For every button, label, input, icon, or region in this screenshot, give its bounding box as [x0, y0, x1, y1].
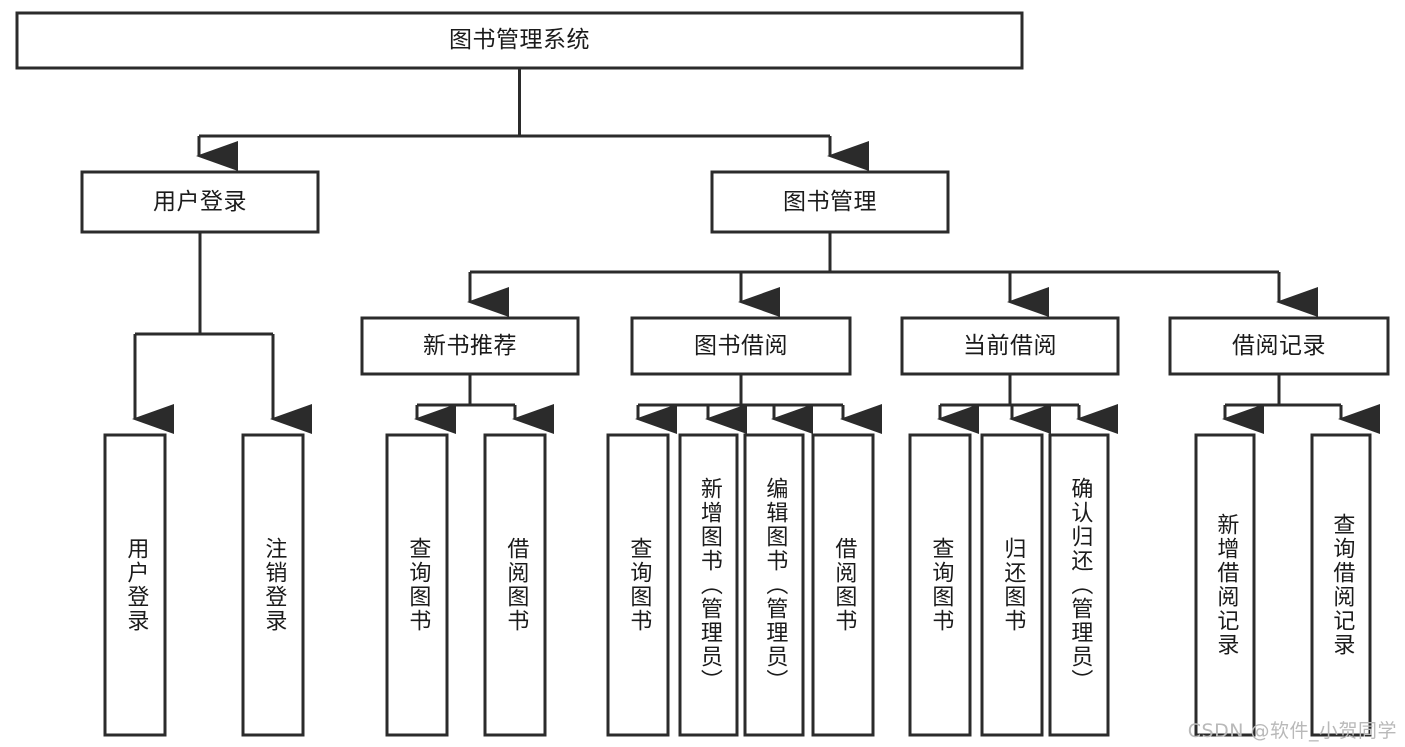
node-box-leaf-query-book-2[interactable] — [606, 433, 670, 737]
node-box-leaf-confirm-return-admin[interactable] — [1048, 433, 1110, 737]
node-box-current-borrow[interactable] — [900, 316, 1120, 376]
node-box-new-book-rec[interactable] — [360, 316, 580, 376]
node-box-leaf-user-login[interactable] — [103, 433, 167, 737]
node-box-user-login[interactable] — [80, 170, 320, 234]
node-box-leaf-return-book[interactable] — [980, 433, 1044, 737]
node-box-leaf-add-record[interactable] — [1194, 433, 1256, 737]
node-box-leaf-edit-book-admin[interactable] — [743, 433, 805, 737]
node-box-leaf-borrow-book-1[interactable] — [483, 433, 547, 737]
node-box-book-manage[interactable] — [710, 170, 950, 234]
node-box-leaf-logout[interactable] — [241, 433, 305, 737]
node-box-borrow-record[interactable] — [1168, 316, 1390, 376]
node-box-root[interactable] — [15, 11, 1024, 70]
node-box-book-borrow[interactable] — [630, 316, 852, 376]
node-box-leaf-query-record[interactable] — [1310, 433, 1372, 737]
node-box-leaf-borrow-book-2[interactable] — [811, 433, 875, 737]
node-box-leaf-add-book-admin[interactable] — [678, 433, 739, 737]
node-box-leaf-query-book-1[interactable] — [385, 433, 449, 737]
watermark-text: CSDN @软件_小贺同学 — [1187, 720, 1397, 742]
node-box-leaf-query-book-3[interactable] — [908, 433, 972, 737]
